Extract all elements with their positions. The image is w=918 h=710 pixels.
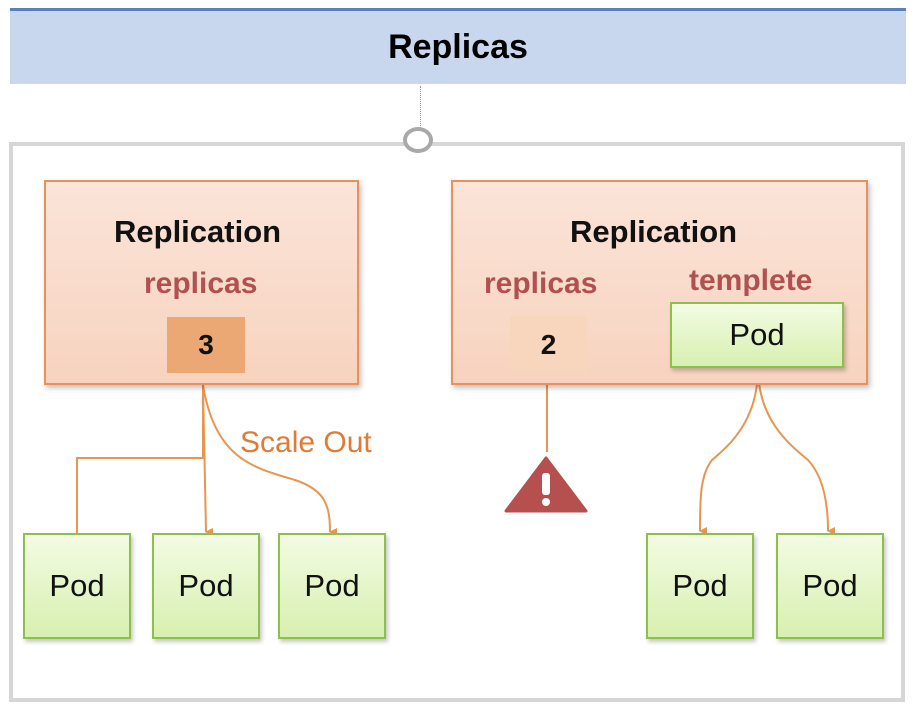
replicas-count-left: 3 bbox=[167, 317, 245, 373]
replicas-label-right: replicas bbox=[484, 267, 598, 300]
arrow-to-pod-5 bbox=[757, 367, 836, 535]
pod-4: Pod bbox=[646, 533, 754, 639]
replicas-count-right: 2 bbox=[510, 316, 587, 373]
replication-controller-left: Replication replicas 3 bbox=[44, 180, 359, 385]
template-label: templete bbox=[689, 264, 813, 297]
replicas-label-left: replicas bbox=[144, 267, 258, 300]
arrow-to-pod-2 bbox=[202, 384, 214, 536]
connector-circle bbox=[403, 127, 433, 153]
replication-title-right: Replication bbox=[570, 214, 738, 249]
connector-to-pod-1 bbox=[76, 385, 204, 533]
arrow-to-pod-4 bbox=[699, 367, 759, 536]
connector-line bbox=[420, 86, 421, 128]
replication-title-left: Replication bbox=[114, 214, 282, 249]
pod-1: Pod bbox=[23, 533, 131, 639]
pod-5: Pod bbox=[776, 533, 884, 639]
pod-2: Pod bbox=[152, 533, 260, 639]
title-banner: Replicas bbox=[10, 8, 906, 84]
template-pod: Pod bbox=[670, 302, 844, 368]
page-title: Replicas bbox=[388, 28, 528, 66]
warning-triangle-icon bbox=[504, 456, 588, 513]
scale-out-label: Scale Out bbox=[240, 426, 372, 459]
pod-3: Pod bbox=[278, 533, 386, 639]
arrow-to-pod-3 bbox=[202, 384, 338, 536]
